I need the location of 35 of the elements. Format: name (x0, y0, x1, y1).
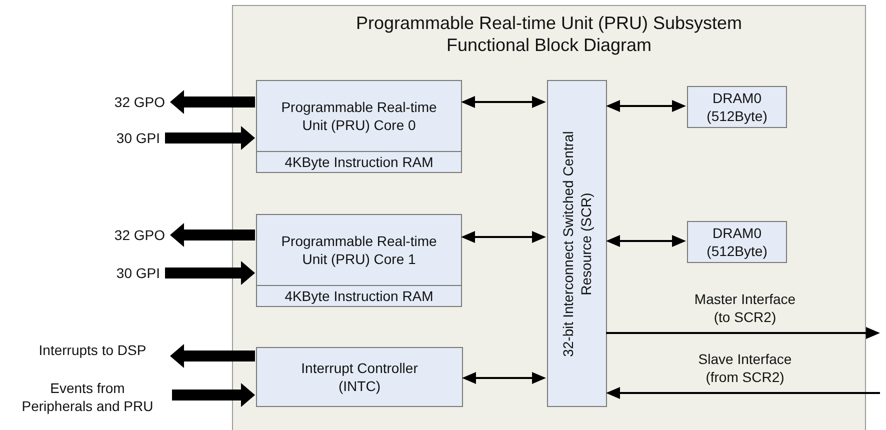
block-label: Programmable Real-time Unit (PRU) Core 1 (280, 232, 438, 269)
connector-arrow (461, 96, 546, 108)
bus-arrow (170, 90, 255, 114)
signal-label: 30 GPI (115, 264, 161, 282)
signal-label: 32 GPO (113, 226, 166, 244)
block-label: Programmable Real-time Unit (PRU) Core 0 (280, 98, 438, 135)
panel-heading: Programmable Real-time Unit (PRU) Subsystem Functional Block Diagram (354, 12, 744, 56)
connector-arrow (606, 235, 686, 247)
bus-arrow (165, 261, 255, 285)
signal-label: 32 GPO (113, 93, 166, 111)
block-label: Interrupt Controller (INTC) (300, 359, 419, 396)
block-label: DRAM0 (512Byte) (706, 224, 768, 261)
bus-arrow (172, 383, 255, 407)
bus-arrow (170, 223, 255, 247)
memory-label: 4KByte Instruction RAM (257, 285, 461, 306)
signal-label: Interrupts to DSP (38, 341, 148, 359)
block-box (256, 80, 462, 173)
block-box (256, 347, 463, 407)
connector-arrow (606, 327, 880, 339)
signal-label: Events from Peripherals and PRU (20, 379, 154, 415)
block-label: 32-bit Interconnect Switched Central Resource (SCR) (559, 130, 595, 358)
bus-arrow (165, 126, 255, 150)
block-box (547, 80, 607, 407)
memory-label: 4KByte Instruction RAM (257, 151, 461, 172)
connector-arrow (606, 387, 880, 399)
block-box (687, 221, 787, 263)
connector-arrow (461, 231, 546, 243)
signal-label: 30 GPI (115, 129, 161, 147)
connector-arrow (462, 372, 546, 384)
block-label: DRAM0 (512Byte) (706, 89, 768, 126)
connector-arrow (606, 100, 686, 112)
bus-arrow (170, 344, 255, 368)
block-box (687, 86, 787, 128)
block-box (256, 214, 462, 307)
subsystem-panel (232, 5, 866, 430)
